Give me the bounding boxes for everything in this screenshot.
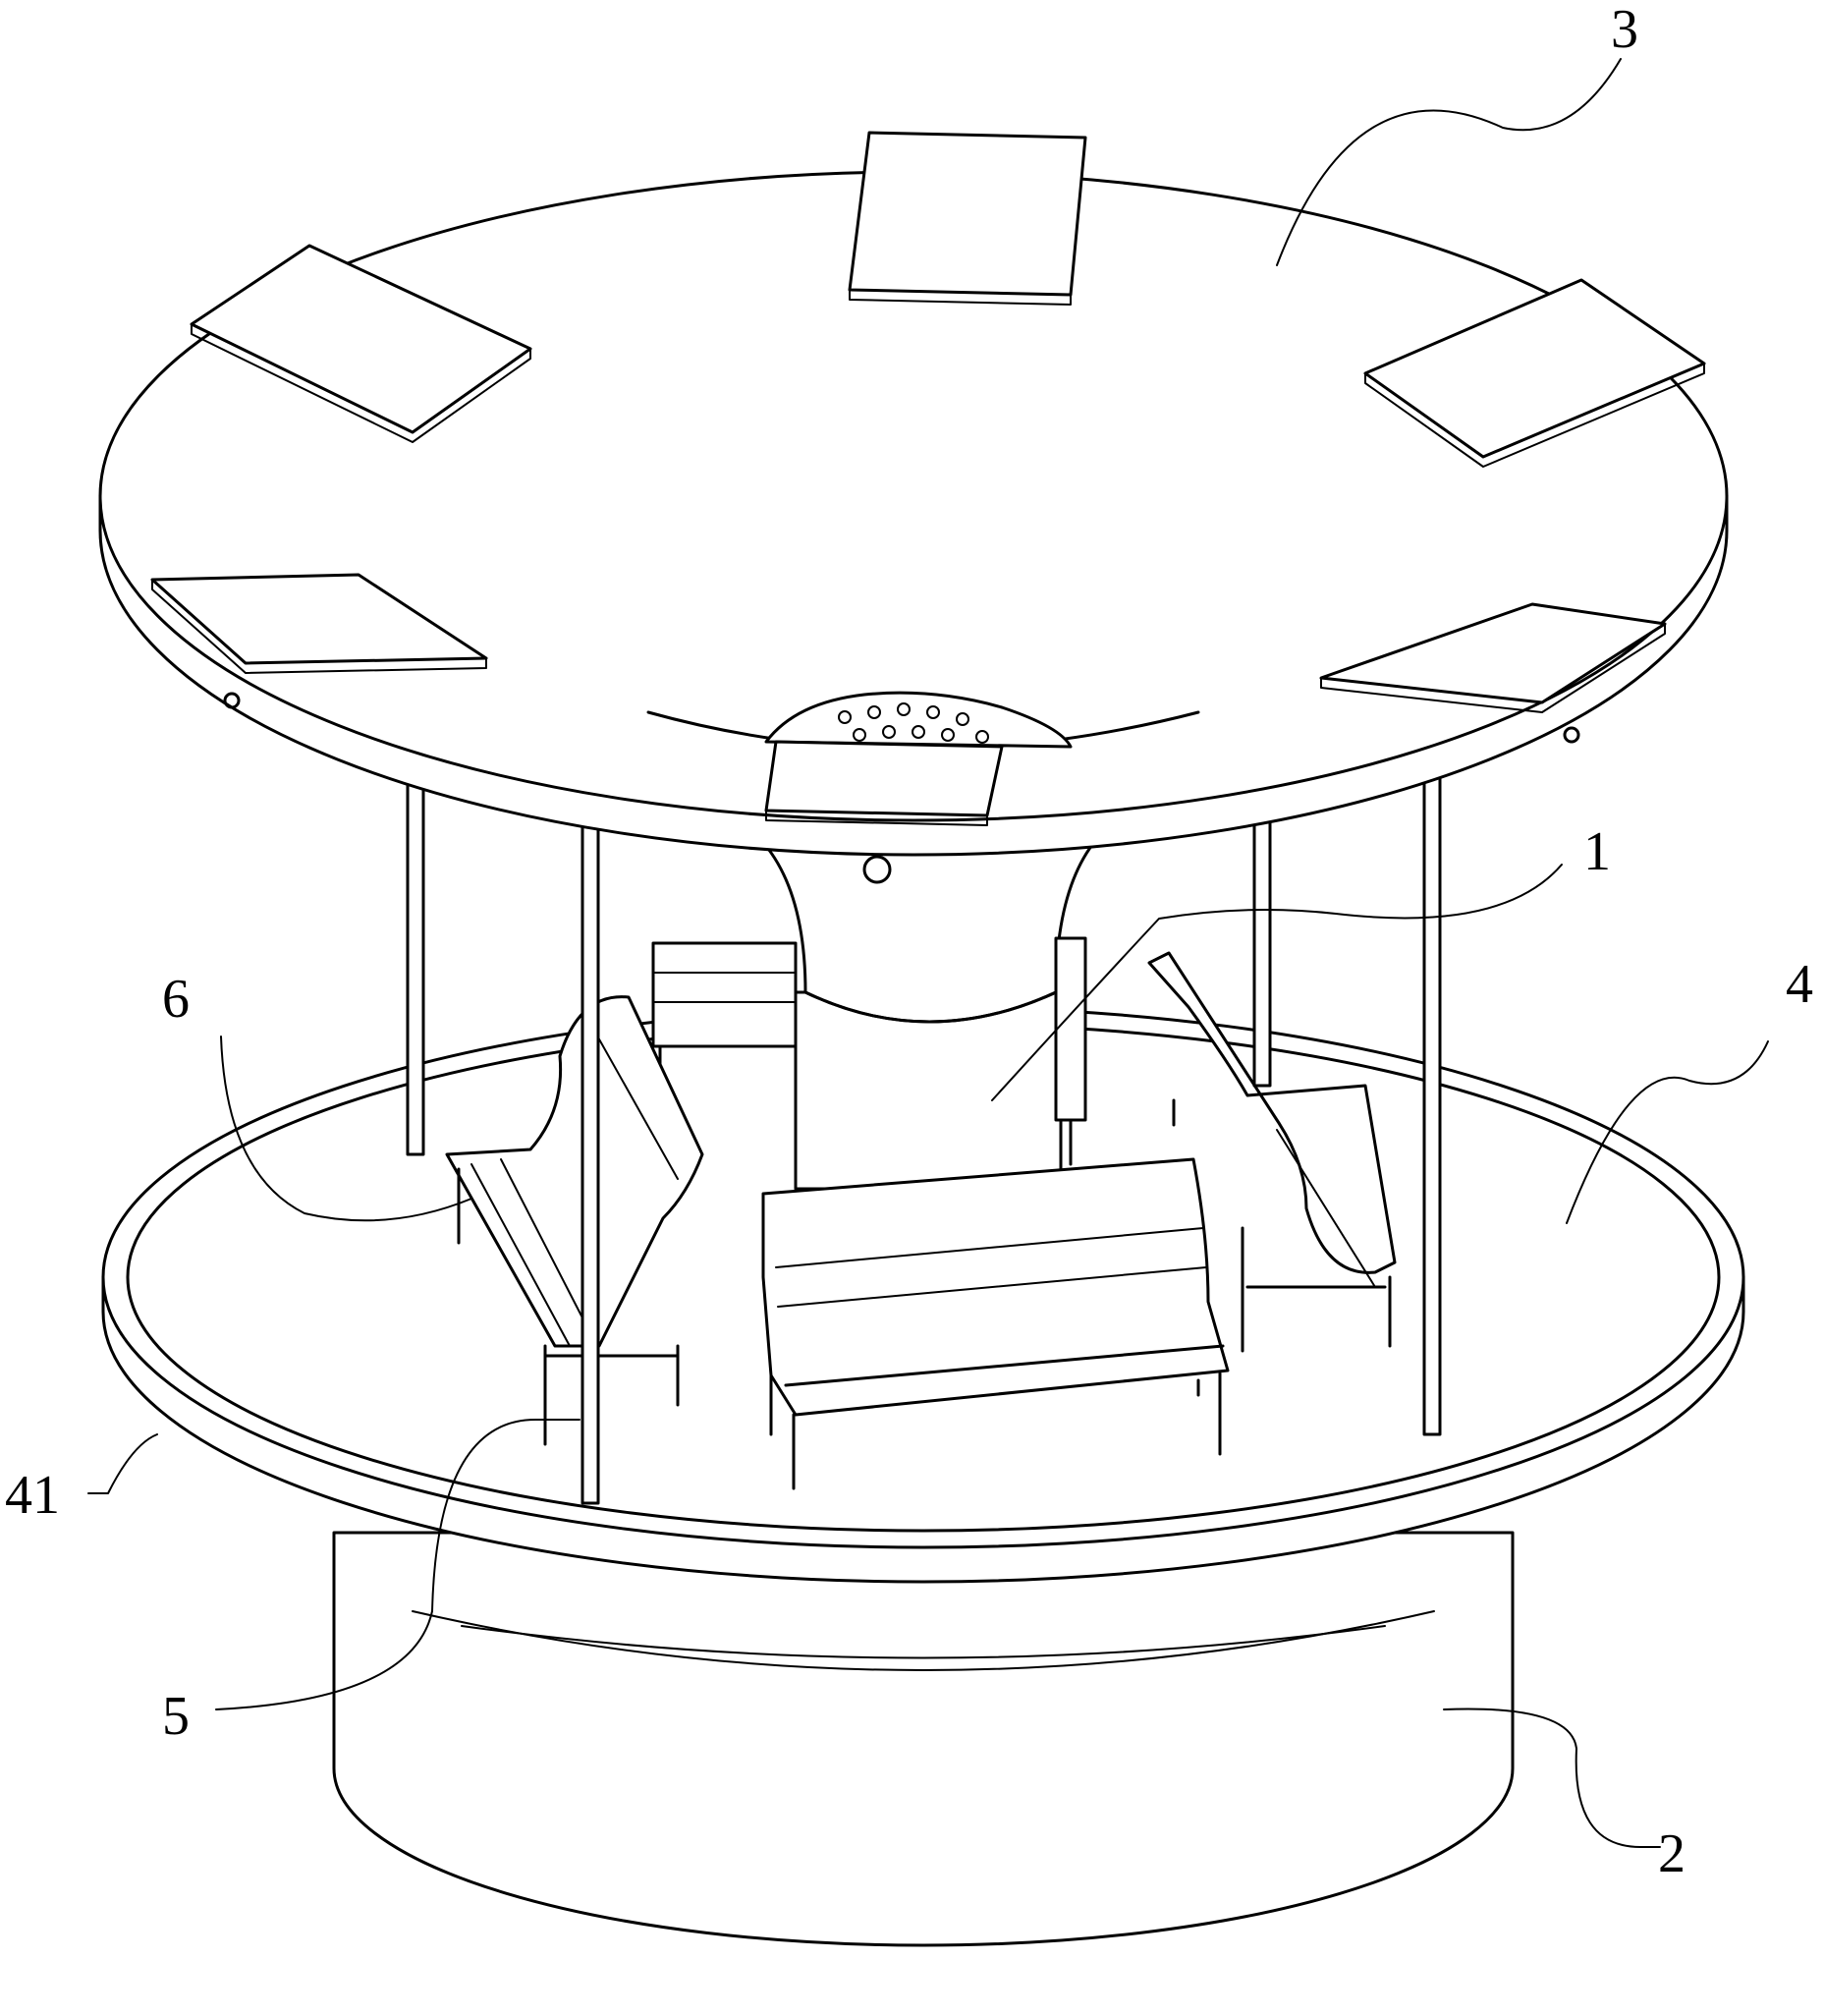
leader-41 [87, 1433, 158, 1494]
bench-right [1147, 951, 1397, 1353]
label-5: 5 [162, 1686, 190, 1747]
label-6: 6 [162, 969, 190, 1030]
label-4: 4 [1786, 954, 1813, 1015]
top-canopy [98, 170, 1729, 857]
leader-6 [220, 1036, 472, 1222]
label-41: 41 [5, 1465, 60, 1526]
solar-panels [150, 131, 1706, 826]
central-column [754, 833, 1102, 1191]
leader-lines [87, 58, 1769, 1848]
label-1: 1 [1583, 821, 1611, 882]
base-cylinder [332, 1531, 1515, 1947]
column-cap [764, 691, 1073, 749]
leader-4 [1566, 1040, 1769, 1224]
support-poles [406, 774, 1442, 1505]
label-2: 2 [1658, 1823, 1686, 1884]
bench-front [761, 1157, 1230, 1490]
leader-2 [1443, 1708, 1661, 1848]
reference-numerals: 3 1 4 6 41 5 2 [5, 0, 1813, 1884]
bench-back-left [651, 941, 798, 1083]
label-3: 3 [1611, 0, 1638, 60]
leader-5 [215, 1419, 580, 1710]
leader-3 [1276, 58, 1622, 266]
leader-1 [991, 864, 1563, 1101]
